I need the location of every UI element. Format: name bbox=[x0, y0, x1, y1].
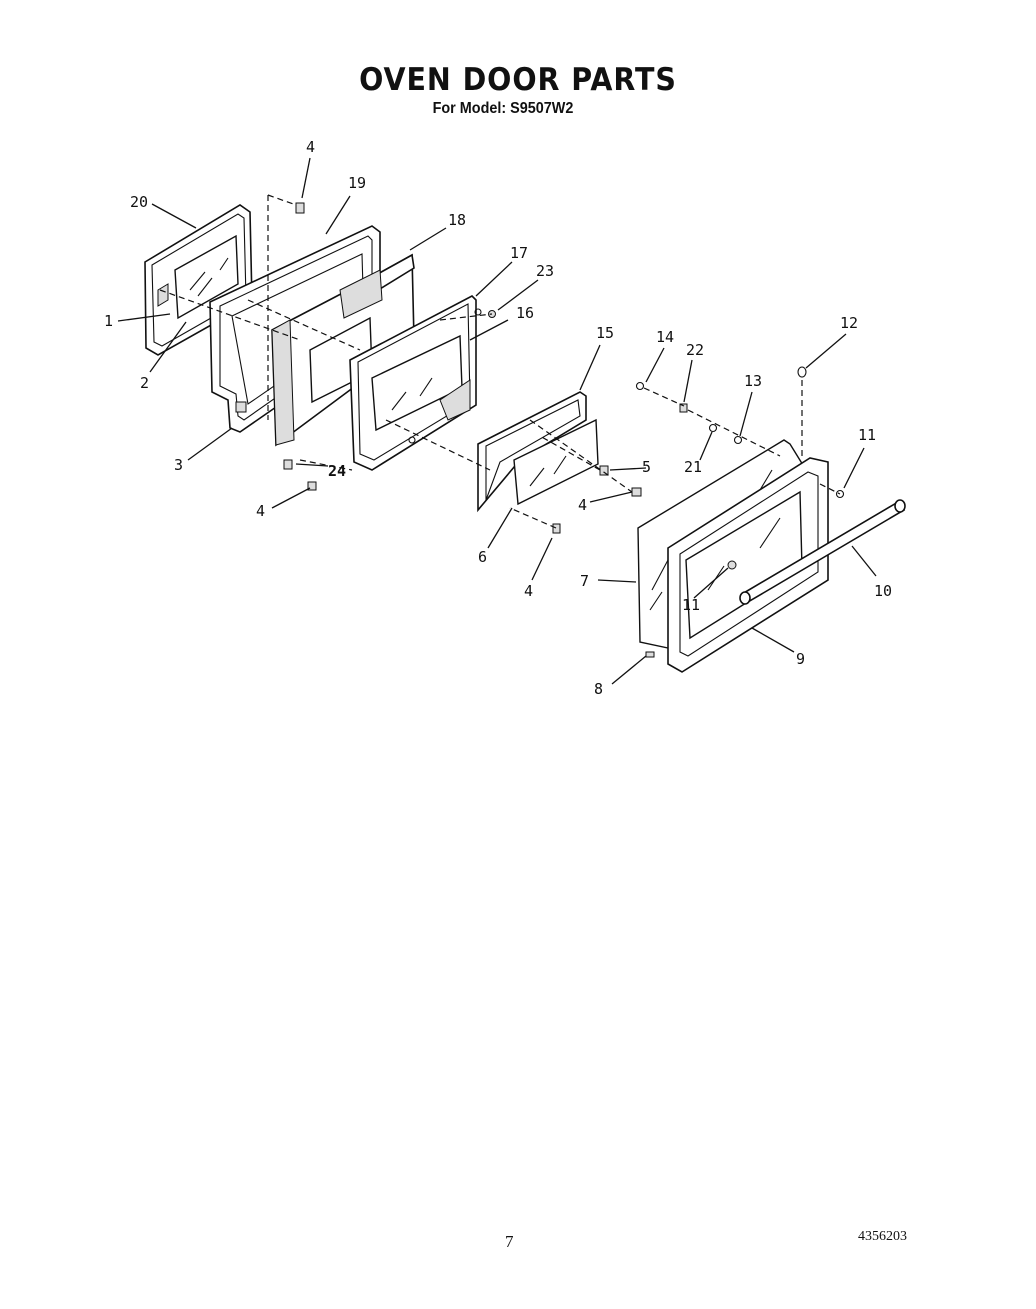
glass-pack-15 bbox=[477, 391, 599, 513]
callout-19: 19 bbox=[348, 174, 366, 192]
callout-4-top: 4 bbox=[306, 138, 315, 156]
callout-7: 7 bbox=[580, 572, 589, 590]
callout-5: 5 bbox=[642, 458, 651, 476]
callout-18: 18 bbox=[448, 211, 466, 229]
inner-door-panel-20 bbox=[144, 204, 253, 356]
callout-2: 2 bbox=[140, 374, 149, 392]
callout-15: 15 bbox=[596, 324, 614, 342]
model-subtitle: For Model: S9507W2 bbox=[432, 100, 574, 117]
callout-4-right: 4 bbox=[578, 496, 587, 514]
page-title: OVEN DOOR PARTS bbox=[359, 62, 677, 98]
door-handle-10 bbox=[739, 499, 906, 605]
callout-21: 21 bbox=[684, 458, 702, 476]
inner-door-17 bbox=[349, 295, 482, 471]
callout-22: 22 bbox=[686, 341, 704, 359]
document-number: 4356203 bbox=[858, 1229, 907, 1244]
callout-14: 14 bbox=[656, 328, 674, 346]
callout-4-lower: 4 bbox=[524, 582, 533, 600]
callout-17: 17 bbox=[510, 244, 528, 262]
assembly-lines bbox=[159, 194, 841, 529]
leader-lines bbox=[117, 157, 877, 685]
callout-8: 8 bbox=[594, 680, 603, 698]
callout-23: 23 bbox=[536, 262, 554, 280]
callout-10: 10 bbox=[874, 582, 892, 600]
callout-16: 16 bbox=[516, 304, 534, 322]
callout-11-left: 11 bbox=[682, 596, 700, 614]
insulation-18 bbox=[271, 253, 415, 447]
callout-6: 6 bbox=[478, 548, 487, 566]
callout-9: 9 bbox=[796, 650, 805, 668]
callout-20: 20 bbox=[130, 193, 148, 211]
callout-24: 24 bbox=[328, 462, 346, 480]
callout-12: 12 bbox=[840, 314, 858, 332]
callout-1: 1 bbox=[104, 312, 113, 330]
callout-4-left: 4 bbox=[256, 502, 265, 520]
callout-11-right: 11 bbox=[858, 426, 876, 444]
callout-labels: 20 19 4 18 17 23 16 1 2 3 24 4 15 5 4 6 … bbox=[104, 138, 892, 698]
callout-13: 13 bbox=[744, 372, 762, 390]
callout-3: 3 bbox=[174, 456, 183, 474]
page-number: 7 bbox=[505, 1232, 514, 1251]
